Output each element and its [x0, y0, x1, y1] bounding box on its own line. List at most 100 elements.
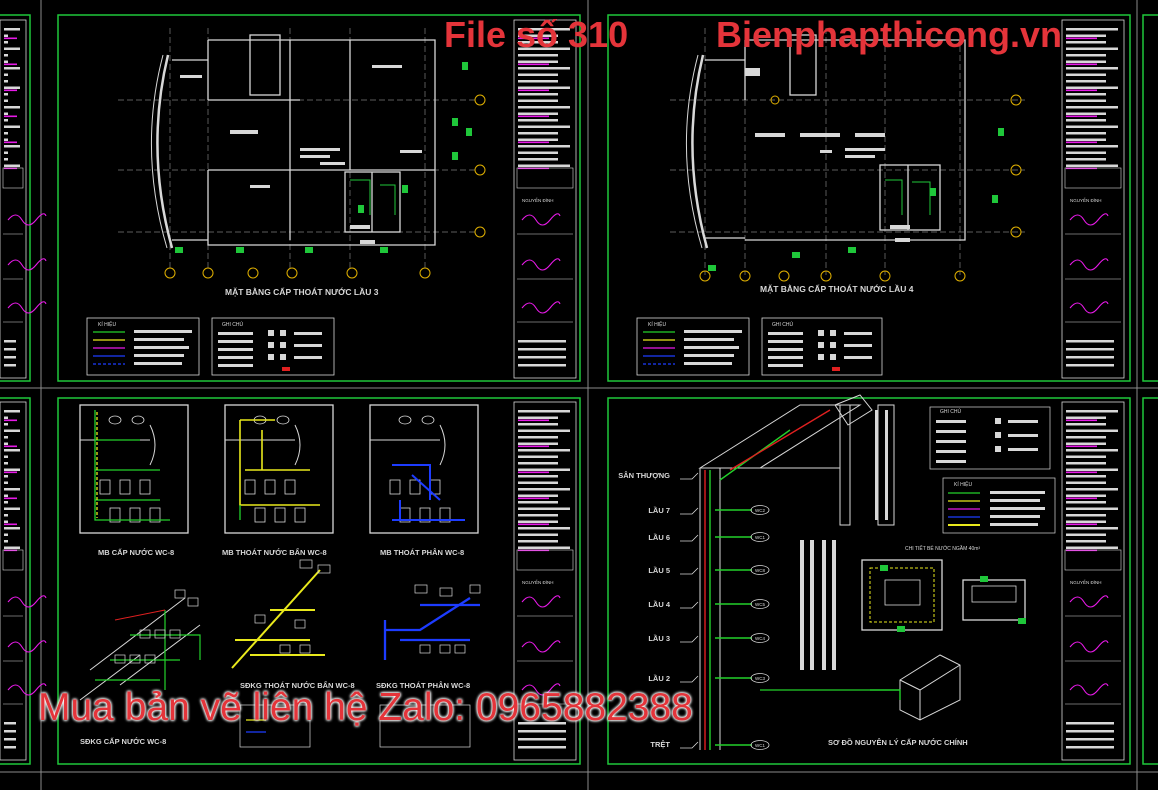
wc-soil-iso-title: SĐKG THOÁT PHÂN WC-8 — [376, 681, 470, 690]
sheet-frame-right-bottom — [1142, 397, 1158, 765]
signature-scribble — [521, 595, 561, 608]
level-marker — [680, 534, 699, 542]
svg-text:WC3: WC3 — [755, 676, 765, 681]
svg-text:KÍ HIỆU: KÍ HIỆU — [954, 480, 972, 488]
contact-watermark: Mua bản vẽ liên hệ Zalo: 0965882388 — [38, 686, 693, 729]
sheet-frame-right-top — [1142, 14, 1158, 382]
wc-tag: WC1 — [750, 532, 770, 542]
title-block-name: NGUYỄN ĐÌNH — [522, 197, 554, 203]
wc-supply-iso-title: SĐKG CẤP NƯỚC WC-8 — [80, 736, 166, 746]
level-marker — [680, 472, 699, 480]
wc-soil-plan: MB THOÁT PHÂN WC-8 — [369, 404, 479, 557]
wc-drain-plan: MB THOÁT NƯỚC BẨN WC-8 — [222, 404, 334, 557]
signature-scribble — [7, 683, 47, 696]
riser-legend: KÍ HIỆU — [942, 477, 1056, 534]
svg-text:WC1: WC1 — [755, 535, 765, 540]
sheet-frame-floor3 — [57, 14, 581, 382]
svg-text:GHI CHÚ: GHI CHÚ — [772, 321, 794, 328]
floor4-plan-title: MẶT BẰNG CẤP THOÁT NƯỚC LẦU 4 — [760, 283, 914, 294]
signature-scribble — [521, 258, 561, 271]
floor4-legend: KÍ HIỆU — [636, 317, 750, 376]
signature-scribble — [521, 640, 561, 653]
signature-scribble — [1069, 301, 1109, 314]
riser-notes: GHI CHÚ — [929, 406, 1051, 470]
signature-scribble — [7, 258, 47, 271]
sheet-frame-riser — [607, 397, 1131, 765]
floor3-plan: MẶT BẰNG CẤP THOÁT NƯỚC LẦU 3 KÍ HIỆU GH… — [86, 28, 486, 376]
riser-level-label: LẦU 3 — [648, 633, 670, 643]
svg-text:WC8: WC8 — [755, 568, 765, 573]
wc-soil-isometric: SĐKG THOÁT PHÂN WC-8 — [376, 584, 481, 748]
wc-tag: WC4 — [750, 633, 770, 643]
wc-tag: WC5 — [750, 599, 770, 609]
tank-detail-title: CHI TIẾT BỂ NƯỚC NGẦM 40m³ — [905, 545, 980, 552]
title-block: NGUYỄN ĐÌNH — [513, 19, 577, 379]
svg-text:KÍ HIỆU: KÍ HIỆU — [98, 320, 116, 328]
title-blocks: NGUYỄN ĐÌNH NGUYỄN ĐÌNH NGUYỄN ĐÌNH NGUYỄN … — [0, 19, 1125, 761]
title-block-name: NGUYỄN ĐÌNH — [1070, 579, 1102, 585]
floor4-notes: GHI CHÚ — [761, 317, 883, 376]
signature-scribble — [521, 213, 561, 226]
level-marker — [680, 635, 699, 643]
riser-level-label: SÂN THƯỢNG — [618, 471, 670, 480]
svg-text:GHI CHÚ: GHI CHÚ — [940, 408, 962, 415]
riser-building-outline — [698, 394, 895, 750]
wc-tag: WC1 — [750, 740, 770, 750]
level-marker — [680, 675, 699, 683]
wc-drain-plan-title: MB THOÁT NƯỚC BẨN WC-8 — [222, 548, 327, 557]
riser-vertical-shafts — [800, 410, 888, 670]
riser-level-label: LẦU 6 — [648, 532, 670, 542]
sheet-frames — [0, 14, 1158, 765]
wc-drain-iso-title: SĐKG THOÁT NƯỚC BẨN WC-8 — [240, 681, 355, 690]
signature-scribble — [1069, 595, 1109, 608]
wc-tag: WC3 — [750, 673, 770, 683]
svg-text:WC2: WC2 — [755, 508, 765, 513]
signature-scribble — [7, 640, 47, 653]
riser-level-label: TRỆT — [650, 740, 670, 749]
signature-scribble — [521, 301, 561, 314]
title-block: NGUYỄN ĐÌNH — [1061, 19, 1125, 379]
title-block: NGUYỄN ĐÌNH — [1061, 401, 1125, 761]
sheet-frame-left-bottom — [0, 397, 31, 765]
riser-diagram-title: SƠ ĐỒ NGUYÊN LÝ CẤP NƯỚC CHÍNH — [828, 737, 968, 747]
sheet-frame-floor4 — [607, 14, 1131, 382]
sheet-frame-left-top — [0, 14, 31, 382]
floor3-notes: GHI CHÚ — [211, 317, 335, 376]
signature-scribble — [7, 595, 47, 608]
svg-text:WC5: WC5 — [755, 602, 765, 607]
signature-scribble — [7, 301, 47, 314]
wc-tag: WC2 — [750, 505, 770, 515]
pump-room-isometric — [760, 654, 961, 721]
title-block-name: NGUYỄN ĐÌNH — [522, 579, 554, 585]
wc-supply-isometric: SĐKG CẤP NƯỚC WC-8 — [79, 589, 201, 746]
title-block: NGUYỄN ĐÌNH — [513, 401, 577, 761]
wc-tag: WC8 — [750, 565, 770, 575]
floor4-plan: MẶT BẰNG CẤP THOÁT NƯỚC LẦU 4 KÍ HIỆU GH… — [636, 28, 1025, 376]
signature-scribble — [1069, 640, 1109, 653]
title-block — [0, 19, 47, 379]
underground-tank-detail: CHI TIẾT BỂ NƯỚC NGẦM 40m³ — [861, 545, 1026, 632]
title-block-name: NGUYỄN ĐÌNH — [1070, 197, 1102, 203]
level-marker — [680, 741, 699, 749]
floor3-legend: KÍ HIỆU — [86, 317, 200, 376]
wc-drain-isometric: SĐKG THOÁT NƯỚC BẨN WC-8 — [231, 559, 355, 748]
signature-scribble — [1069, 213, 1109, 226]
signature-scribble — [1069, 683, 1109, 696]
wc-supply-plan-title: MB CẤP NƯỚC WC-8 — [98, 547, 174, 557]
wc-soil-plan-title: MB THOÁT PHÂN WC-8 — [380, 548, 464, 557]
signature-scribble — [1069, 258, 1109, 271]
floor3-plan-title: MẶT BẰNG CẤP THOÁT NƯỚC LẦU 3 — [225, 286, 379, 297]
file-number-watermark: File số 310 — [444, 14, 629, 55]
wc-supply-plan: MB CẤP NƯỚC WC-8 — [79, 404, 189, 557]
svg-text:GHI CHÚ: GHI CHÚ — [222, 321, 244, 328]
level-marker — [680, 601, 699, 609]
svg-text:WC1: WC1 — [755, 743, 765, 748]
riser-level-label: LẦU 4 — [648, 599, 670, 609]
riser-level-label: LẦU 7 — [648, 505, 670, 515]
level-marker — [680, 567, 699, 575]
wc-sheet: MB CẤP NƯỚC WC-8 MB THOÁT NƯỚC BẨN WC-8 — [79, 404, 481, 748]
